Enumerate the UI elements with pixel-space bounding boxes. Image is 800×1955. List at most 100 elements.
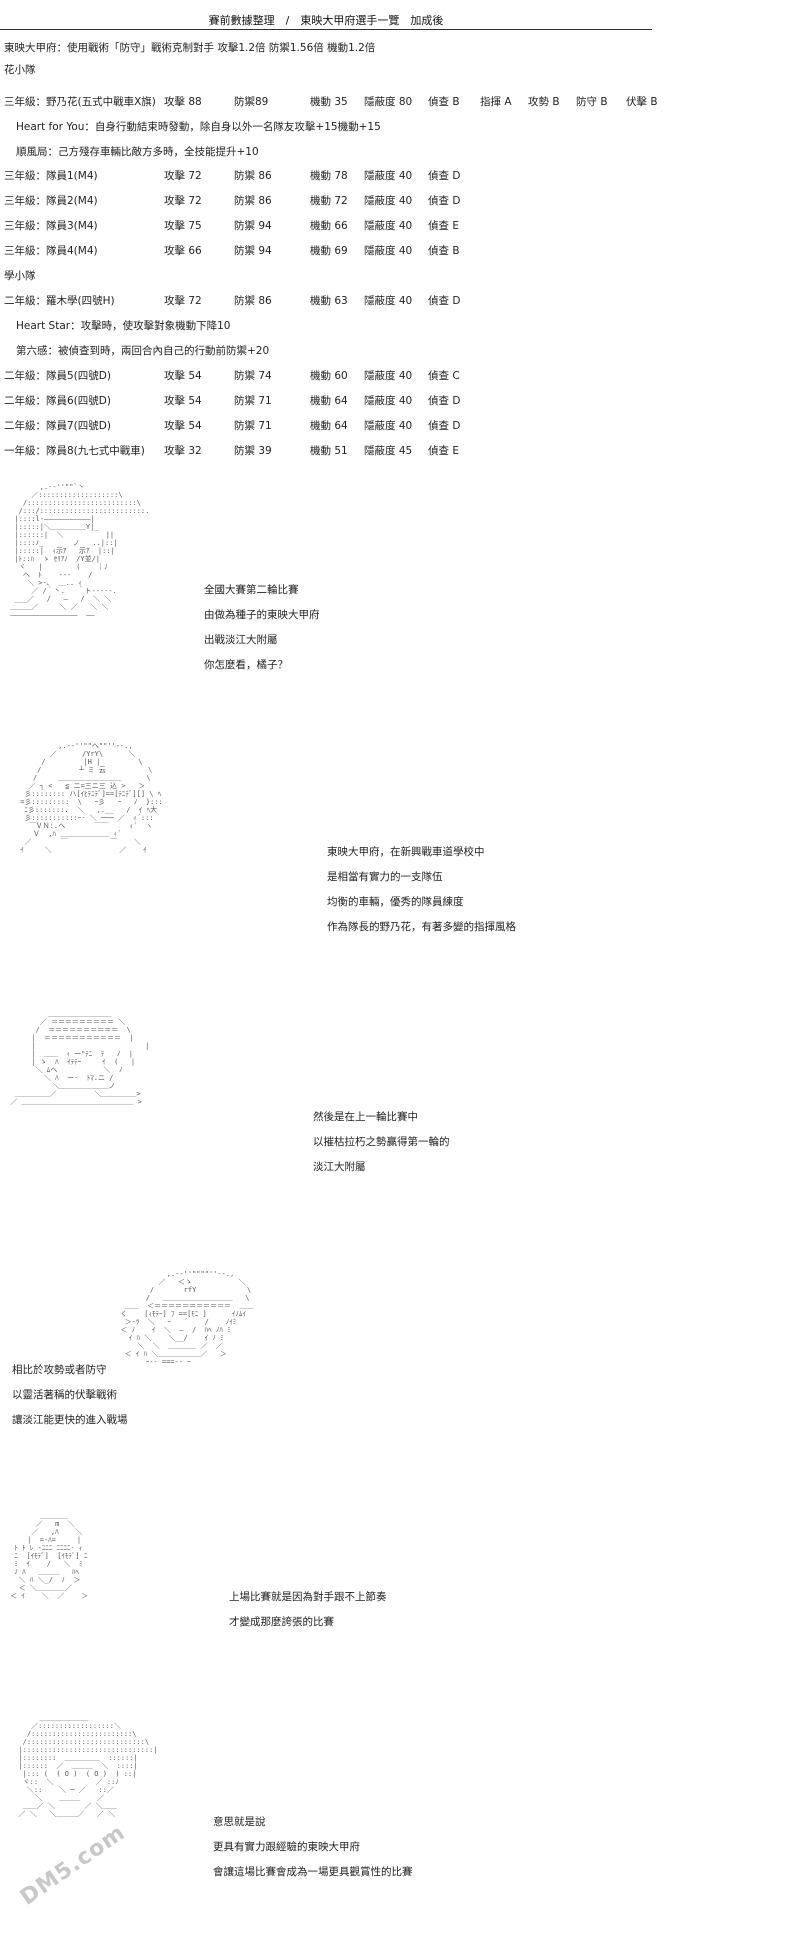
skill-line: 第六感：被偵查到時，兩回合內自己的行動前防禦+20: [16, 345, 270, 357]
ascii-art-portrait-4: ,.-‐''""""''‐-., ／ ＜ゝ ＼ / rfY \ / ＿＿＿＿＿＿…: [120, 1270, 254, 1366]
ascii-art-portrait-6: ＿＿＿＿＿＿＿ ／::::::::::::::::::＼ /::::::::::…: [18, 1714, 158, 1818]
ascii-art-portrait-3: ＿＿＿＿＿＿＿＿＿ ／ ＝＝＝＝＝＝＝＝＝ ＼ / ＝＝＝＝＝＝＝＝＝＝ \ |…: [10, 1010, 150, 1106]
stat-cell: 防禦 94: [234, 245, 272, 257]
stat-cell: 防禦 94: [234, 220, 272, 232]
stat-cell: 偵查 D: [428, 395, 461, 407]
narration-line: 意思就是說: [213, 1816, 266, 1828]
stat-cell: 攻擊 54: [164, 370, 202, 382]
stat-cell: 隱蔽度 40: [364, 420, 413, 432]
stat-cell: 偵查 D: [428, 195, 461, 207]
narration-line: 均衡的車輛，優秀的隊員練度: [327, 896, 464, 908]
member-name: 三年級：隊員1(M4): [4, 170, 98, 182]
narration-line: 淡江大附屬: [313, 1161, 366, 1173]
narration-line: 是相當有實力的一支隊伍: [327, 871, 443, 883]
ascii-art-portrait-5: ＿＿＿＿ ／ m ＼ ／ ,ﾊ ＼ | =-ﾊ= | ﾄ ﾄ ﾚ -ﾆﾆﾆ ﾆﾆ…: [10, 1512, 89, 1600]
stat-cell: 偵查 D: [428, 170, 461, 182]
stat-cell: 隱蔽度 40: [364, 170, 413, 182]
stat-cell: 攻擊 54: [164, 420, 202, 432]
stat-cell: 隱蔽度 80: [364, 96, 413, 108]
skill-line: 順風局：己方殘存車輛比敵方多時，全技能提升+10: [16, 146, 259, 158]
stat-cell: 機動 78: [310, 170, 348, 182]
stat-cell: 攻勢 B: [528, 96, 560, 108]
member-name: 二年級：隊員6(四號D): [4, 395, 111, 407]
member-name: 二年級：隊員7(四號D): [4, 420, 111, 432]
stat-cell: 機動 64: [310, 420, 348, 432]
stat-cell: 隱蔽度 40: [364, 195, 413, 207]
stat-cell: 指揮 A: [480, 96, 512, 108]
skill-line: Heart for You：自身行動結束時發動，除自身以外一名隊友攻擊+15機動…: [16, 121, 381, 133]
stat-cell: 機動 72: [310, 195, 348, 207]
member-name: 三年級：野乃花(五式中戰車X旗): [4, 96, 156, 108]
stat-cell: 偵查 C: [428, 370, 460, 382]
stat-cell: 機動 66: [310, 220, 348, 232]
narration-line: 會讓這場比賽會成為一場更具觀賞性的比賽: [213, 1866, 413, 1878]
stat-cell: 機動 35: [310, 96, 348, 108]
stat-cell: 防禦89: [234, 96, 269, 108]
narration-block-4: 相比於攻勢或者防守 以靈活著稱的伏擊戰術 讓淡江能更快的進入戰場: [12, 1358, 128, 1433]
stat-cell: 攻擊 72: [164, 195, 202, 207]
stat-cell: 攻擊 72: [164, 295, 202, 307]
stat-cell: 防禦 39: [234, 445, 272, 457]
stat-cell: 隱蔽度 40: [364, 395, 413, 407]
stat-cell: 攻擊 72: [164, 170, 202, 182]
narration-line: 全國大賽第二輪比賽: [204, 584, 299, 596]
narration-line: 讓淡江能更快的進入戰場: [12, 1414, 128, 1426]
tactic-intro: 東映大甲府：使用戰術「防守」戰術克制對手 攻擊1.2倍 防禦1.56倍 機動1.…: [4, 42, 376, 54]
site-watermark: DM5.com: [16, 1820, 131, 1911]
narration-block-2: 東映大甲府，在新興戰車道學校中 是相當有實力的一支隊伍 均衡的車輛，優秀的隊員練…: [327, 840, 516, 940]
member-name: 三年級：隊員3(M4): [4, 220, 98, 232]
stat-cell: 防禦 86: [234, 195, 272, 207]
narration-line: 然後是在上一輪比賽中: [313, 1111, 418, 1123]
stat-cell: 防禦 71: [234, 395, 272, 407]
member-name: 二年級：羅木學(四號H): [4, 295, 115, 307]
narration-block-5: 上場比賽就是因為對手跟不上節奏 才變成那麼誇張的比賽: [229, 1585, 387, 1635]
stat-cell: 防禦 86: [234, 170, 272, 182]
narration-line: 出戰淡江大附屬: [204, 634, 278, 646]
stat-cell: 機動 64: [310, 395, 348, 407]
narration-line: 由做為種子的東映大甲府: [204, 609, 320, 621]
narration-line: 以靈活著稱的伏擊戰術: [12, 1389, 117, 1401]
team-a-name: 花小隊: [4, 64, 36, 76]
ascii-art-portrait-1: ,.-‐''""`丶 ／:::::::::::::::::::\ /::::::…: [10, 483, 150, 619]
narration-line: 更具有實力跟經驗的東映大甲府: [213, 1841, 360, 1853]
narration-block-1: 全國大賽第二輪比賽 由做為種子的東映大甲府 出戰淡江大附屬 你怎麼看，橘子？: [204, 578, 320, 678]
stat-cell: 偵查 B: [428, 96, 460, 108]
stat-cell: 防禦 74: [234, 370, 272, 382]
stat-cell: 機動 63: [310, 295, 348, 307]
narration-block-3: 然後是在上一輪比賽中 以摧枯拉朽之勢贏得第一輪的 淡江大附屬: [313, 1105, 450, 1180]
stat-cell: 攻擊 66: [164, 245, 202, 257]
stat-cell: 偵查 B: [428, 245, 460, 257]
member-name: 三年級：隊員4(M4): [4, 245, 98, 257]
team-b-name: 學小隊: [4, 270, 36, 282]
stat-cell: 攻擊 32: [164, 445, 202, 457]
narration-line: 以摧枯拉朽之勢贏得第一輪的: [313, 1136, 450, 1148]
member-name: 二年級：隊員5(四號D): [4, 370, 111, 382]
narration-line: 上場比賽就是因為對手跟不上節奏: [229, 1591, 387, 1603]
stat-cell: 防守 B: [576, 96, 608, 108]
stat-cell: 隱蔽度 40: [364, 245, 413, 257]
stat-cell: 隱蔽度 40: [364, 220, 413, 232]
stat-cell: 隱蔽度 45: [364, 445, 413, 457]
stat-cell: 機動 69: [310, 245, 348, 257]
stat-cell: 偵查 E: [428, 220, 459, 232]
narration-line: 東映大甲府，在新興戰車道學校中: [327, 846, 485, 858]
member-name: 一年級：隊員8(九七式中戰車): [4, 445, 145, 457]
narration-line: 你怎麼看，橘子？: [204, 659, 288, 671]
narration-block-6: 意思就是說 更具有實力跟經驗的東映大甲府 會讓這場比賽會成為一場更具觀賞性的比賽: [213, 1810, 413, 1885]
header-divider: [0, 29, 652, 30]
stat-cell: 伏擊 B: [626, 96, 658, 108]
stat-cell: 偵查 E: [428, 445, 459, 457]
stat-cell: 防禦 71: [234, 420, 272, 432]
stat-cell: 攻擊 54: [164, 395, 202, 407]
skill-line: Heart Star：攻擊時，使攻擊對象機動下降10: [16, 320, 231, 332]
stat-cell: 防禦 86: [234, 295, 272, 307]
narration-line: 作為隊長的野乃花，有著多變的指揮風格: [327, 921, 516, 933]
narration-line: 才變成那麼誇張的比賽: [229, 1616, 334, 1628]
page-title: 賽前數據整理 / 東映大甲府選手一覽 加成後: [208, 14, 444, 27]
stat-cell: 機動 51: [310, 445, 348, 457]
stat-cell: 隱蔽度 40: [364, 295, 413, 307]
stat-cell: 攻擊 88: [164, 96, 202, 108]
stat-cell: 隱蔽度 40: [364, 370, 413, 382]
narration-line: 相比於攻勢或者防守: [12, 1364, 107, 1376]
stat-cell: 偵查 D: [428, 420, 461, 432]
